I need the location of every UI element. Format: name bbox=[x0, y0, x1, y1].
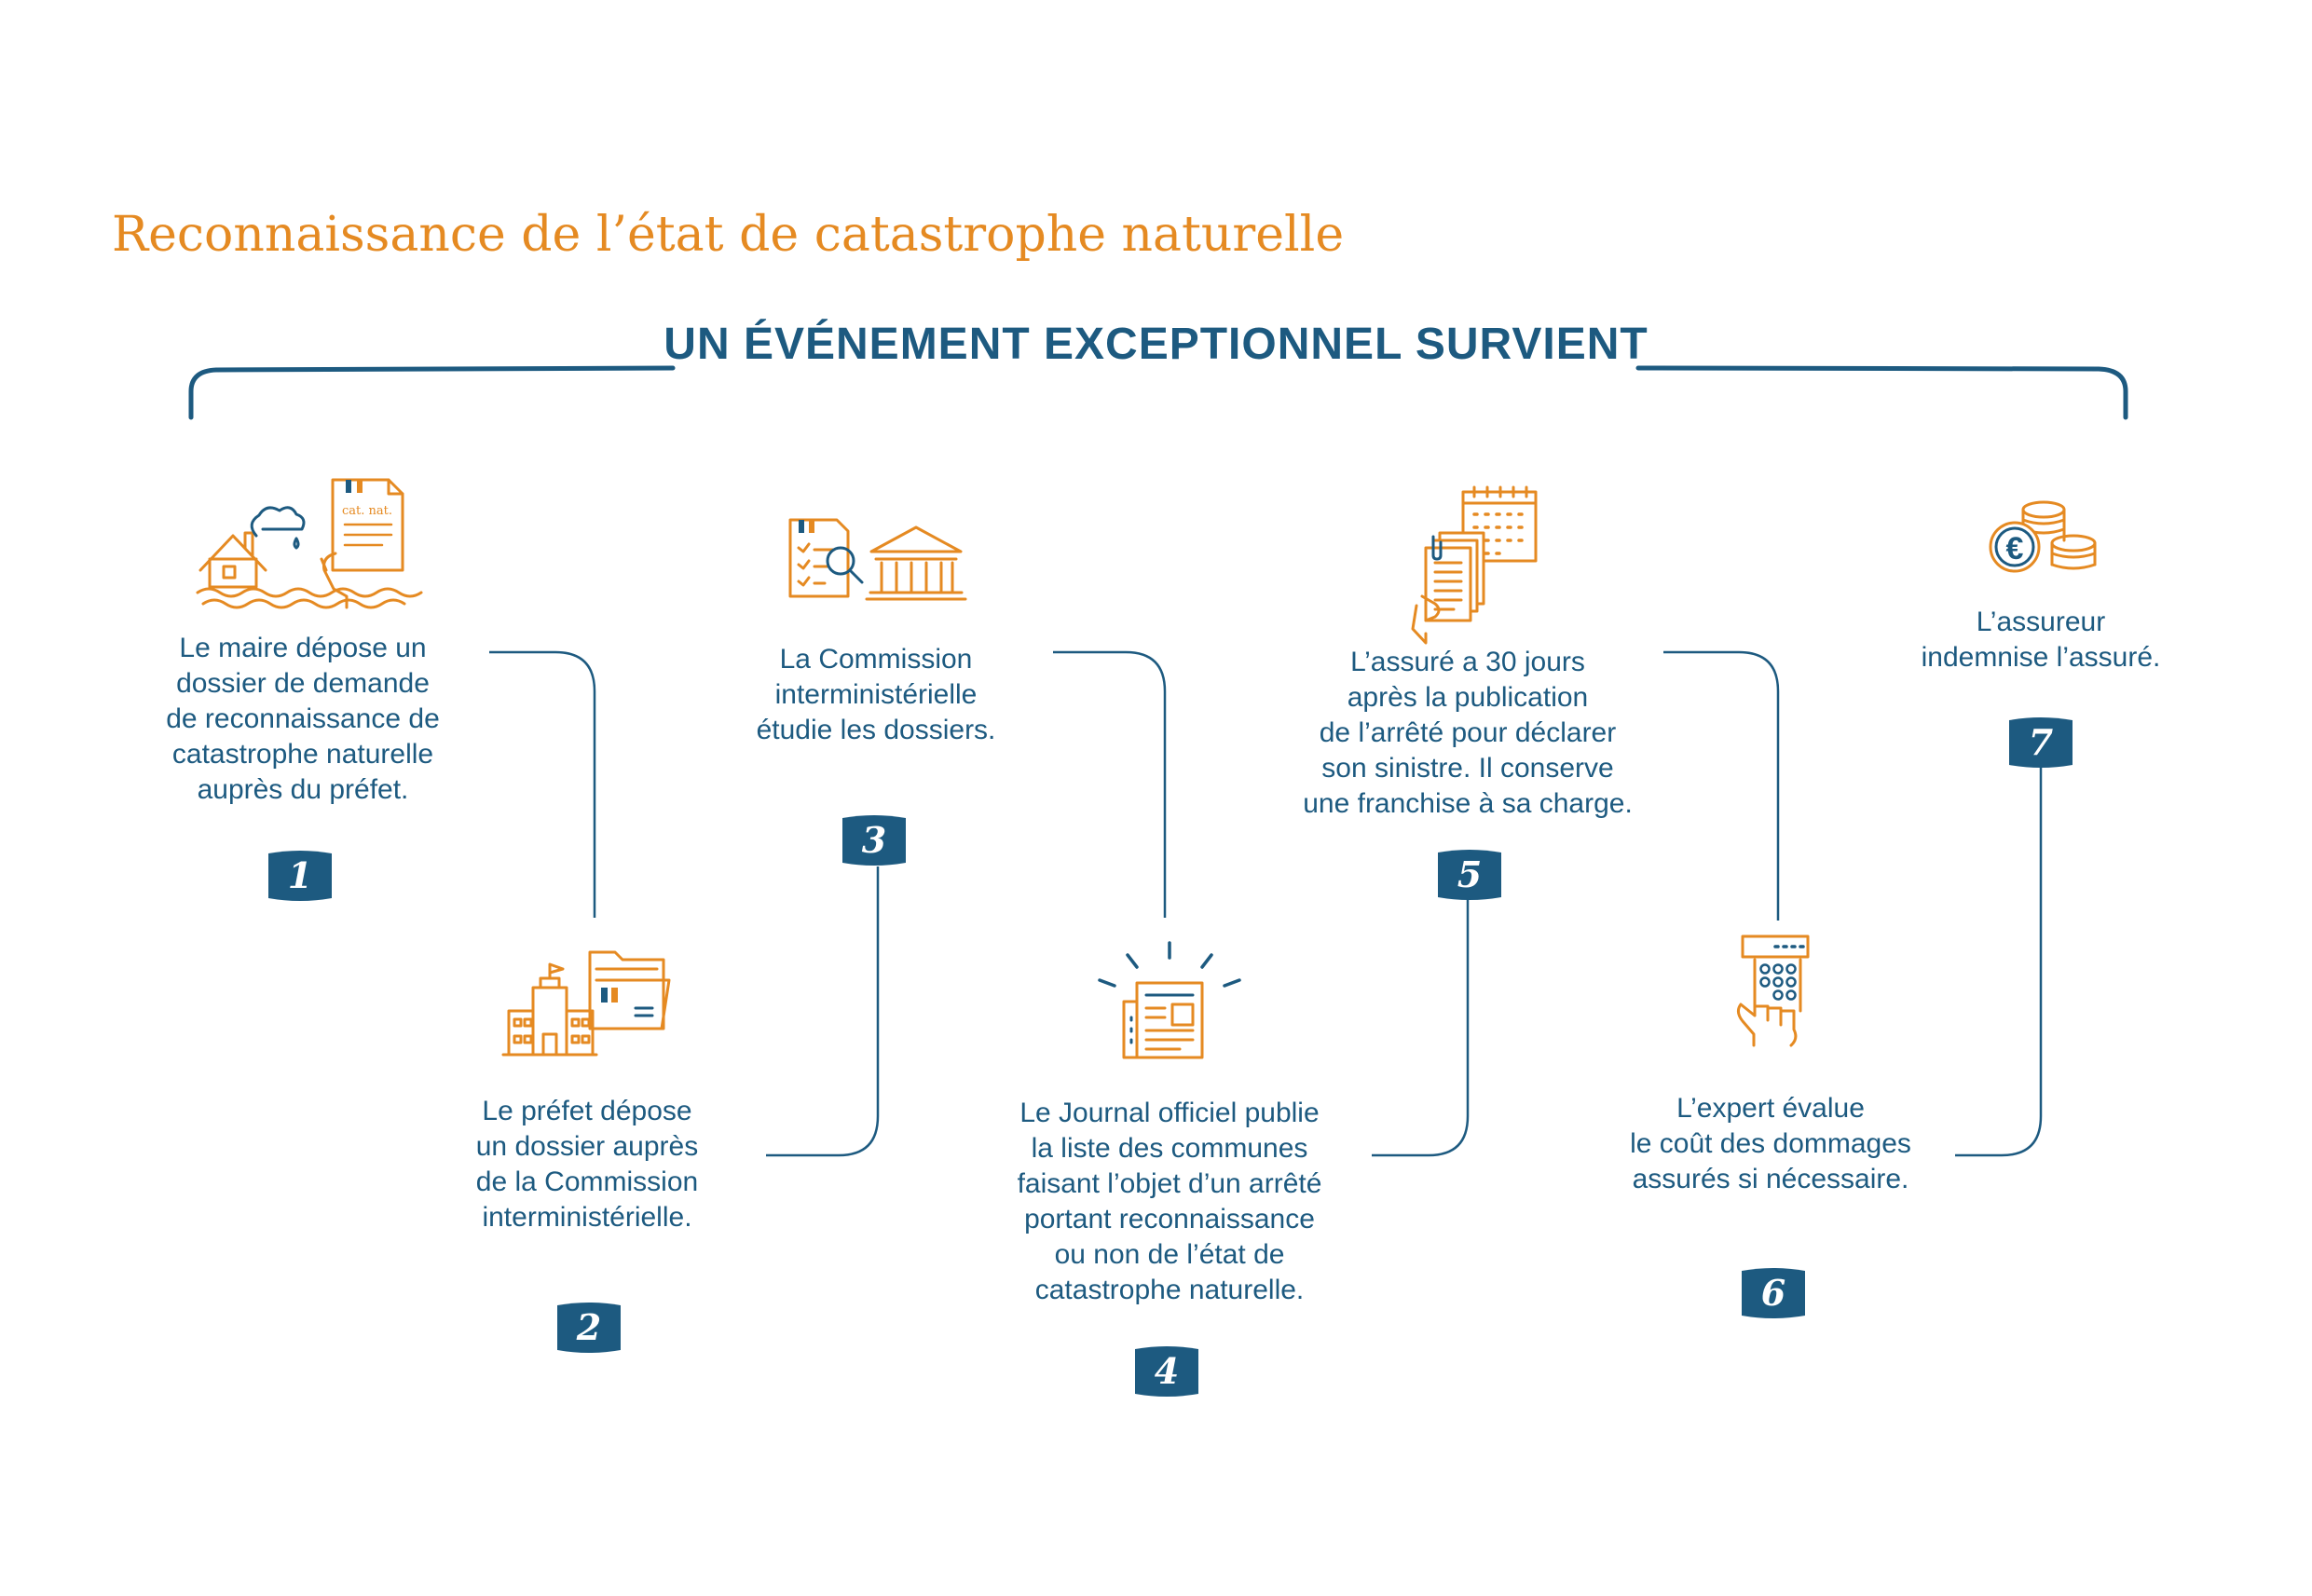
connector-6-7 bbox=[1955, 766, 2043, 1157]
documents-calendar-icon bbox=[1411, 485, 1538, 645]
calculator-hand-icon bbox=[1736, 934, 1810, 1047]
euro-coins-icon: € bbox=[1989, 500, 2097, 573]
badge-4-number: 4 bbox=[1155, 1350, 1179, 1392]
connector-4-5 bbox=[1372, 897, 1470, 1157]
connector-5-6 bbox=[1663, 650, 1780, 921]
svg-text:€: € bbox=[2006, 531, 2024, 566]
step-2-text: Le préfet dépose un dossier auprès de la… bbox=[475, 1096, 699, 1233]
step-3-text: La Commission interministérielle étudie … bbox=[756, 644, 996, 745]
badge-3: 3 bbox=[842, 815, 906, 866]
badge-7: 7 bbox=[2009, 717, 2073, 768]
badge-3-number: 3 bbox=[862, 819, 886, 861]
document-label: cat. nat. bbox=[342, 504, 392, 518]
connector-3-4 bbox=[1053, 650, 1167, 918]
prefecture-folder-icon bbox=[501, 950, 671, 1057]
badge-5-number: 5 bbox=[1457, 853, 1482, 895]
connector-2-3 bbox=[766, 866, 880, 1157]
badge-4: 4 bbox=[1135, 1346, 1198, 1397]
badge-5: 5 bbox=[1438, 850, 1501, 900]
step-4-text: Le Journal officiel publie la liste des … bbox=[1017, 1098, 1322, 1305]
official-journal-newspaper-icon bbox=[1098, 941, 1241, 1059]
connector-lines bbox=[489, 650, 2043, 1157]
document-review-institution-icon bbox=[788, 518, 967, 601]
badge-1-number: 1 bbox=[288, 854, 312, 896]
step-6-text: L’expert évalue le coût des dommages ass… bbox=[1630, 1093, 1911, 1194]
top-bracket bbox=[188, 365, 2128, 420]
badge-6: 6 bbox=[1742, 1268, 1805, 1318]
step-5-text: L’assuré a 30 jours après la publication… bbox=[1303, 647, 1633, 819]
step-1-text: Le maire dépose un dossier de demande de… bbox=[166, 633, 440, 805]
step-7-text: L’assureur indemnise l’assuré. bbox=[1921, 607, 2161, 673]
diagram-subtitle: UN ÉVÉNEMENT EXCEPTIONNEL SURVIENT bbox=[664, 320, 1648, 369]
badge-7-number: 7 bbox=[2029, 721, 2053, 763]
badge-2-number: 2 bbox=[576, 1306, 601, 1348]
badge-6-number: 6 bbox=[1761, 1272, 1785, 1314]
connector-1-2 bbox=[489, 650, 596, 918]
flooded-house-document-icon: cat. nat. bbox=[196, 478, 423, 609]
badge-1: 1 bbox=[268, 851, 332, 901]
page-title: Reconnaissance de l’état de catastrophe … bbox=[112, 207, 1345, 263]
badge-2: 2 bbox=[557, 1303, 621, 1353]
